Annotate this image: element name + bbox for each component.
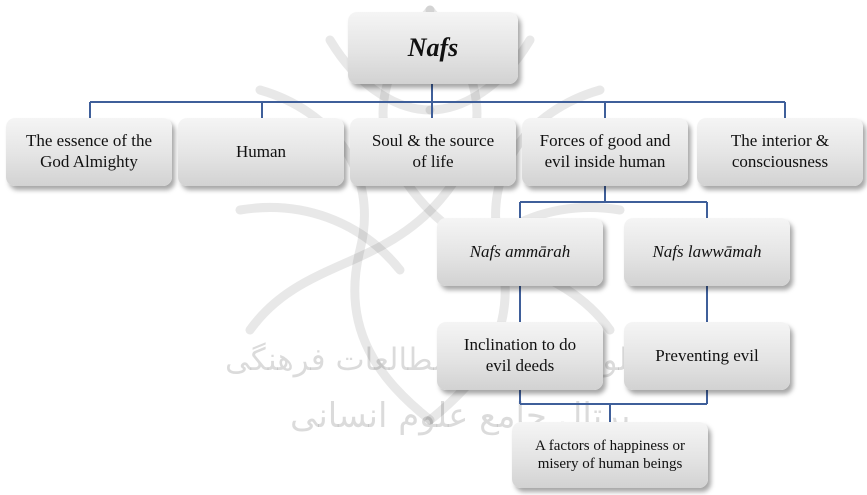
category-label: Soul & the source of life — [371, 131, 495, 171]
category-node-soul: Soul & the source of life — [350, 118, 516, 186]
force-node-nafs-ammarah: Nafs ammārah — [437, 218, 603, 286]
category-node-forces-good-evil: Forces of good and evil inside human — [522, 118, 688, 186]
outcome-node-happiness-misery: A factors of happiness or misery of huma… — [512, 422, 708, 488]
outcome-label: A factors of happiness or misery of huma… — [535, 437, 685, 472]
root-node-nafs: Nafs — [348, 12, 518, 84]
root-label: Nafs — [407, 33, 459, 63]
category-label: Human — [235, 141, 287, 161]
force-label: Nafs lawwāmah — [652, 241, 762, 261]
effect-label: Inclination to do evil deeds — [463, 335, 577, 375]
force-node-nafs-lawwamah: Nafs lawwāmah — [624, 218, 790, 286]
category-label: The interior & consciousness — [730, 131, 830, 171]
category-label: The essence of the God Almighty — [25, 131, 153, 171]
category-node-human: Human — [178, 118, 344, 186]
category-label: Forces of good and evil inside human — [539, 131, 671, 171]
category-node-essence-of-god: The essence of the God Almighty — [6, 118, 172, 186]
effect-label: Preventing evil — [655, 345, 759, 365]
effect-node-inclination-evil: Inclination to do evil deeds — [437, 322, 603, 390]
force-label: Nafs ammārah — [469, 241, 571, 261]
category-node-interior-consciousness: The interior & consciousness — [697, 118, 863, 186]
effect-node-preventing-evil: Preventing evil — [624, 322, 790, 390]
